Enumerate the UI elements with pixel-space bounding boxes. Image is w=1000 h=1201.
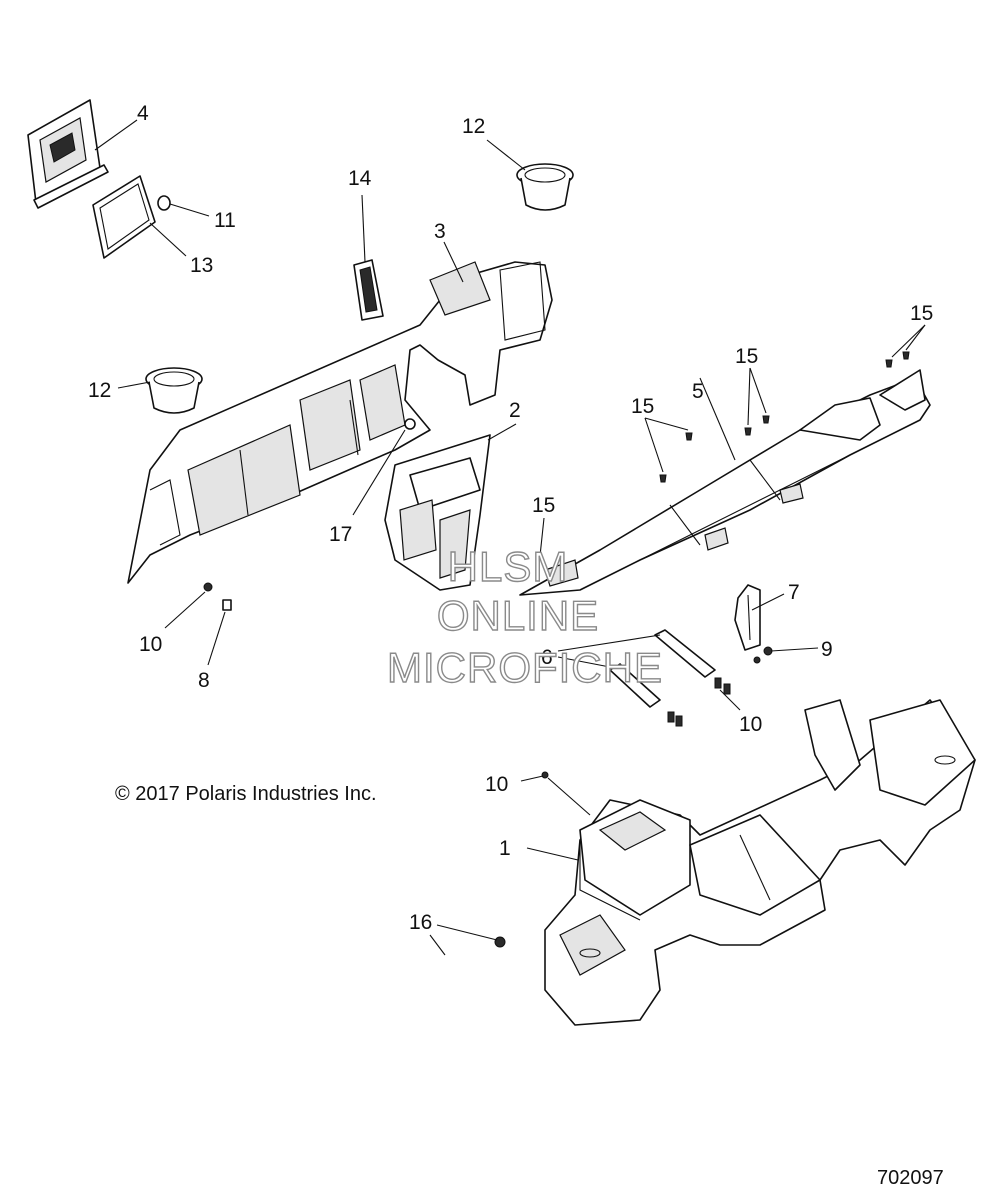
callout-10-right: 10 [739,713,762,736]
part-4-door [27,99,109,209]
part-14-vent [353,259,384,321]
callout-15-mid: 15 [735,345,758,368]
part-9-screw [753,646,773,664]
part-12-cupholder-left [145,367,203,414]
document-id: 702097 [877,1167,944,1189]
part-8-clip [222,599,232,611]
callout-5: 5 [692,380,704,403]
callout-4: 4 [137,102,149,125]
callout-15-lower: 15 [532,494,555,517]
callout-10-bottom: 10 [485,773,508,796]
part-6-braces [609,629,716,708]
copyright-notice: © 2017 Polaris Industries Inc. [115,783,377,805]
callout-17: 17 [329,523,352,546]
leader-lines [94,119,926,956]
watermark-line-2: ONLINE [437,592,599,639]
callout-13: 13 [190,254,213,277]
callout-6: 6 [541,646,553,669]
part-17-clip [404,418,416,430]
callout-2: 2 [509,399,521,422]
callout-12-top: 12 [462,115,485,138]
watermark-line-3: MICROFICHE [387,644,663,691]
callout-labels: 4 11 13 12 14 3 12 2 17 15 15 5 15 15 7 … [88,102,933,934]
callout-11: 11 [214,209,236,232]
part-7-bracket [734,584,761,651]
part-15-fasteners [659,351,910,483]
callout-15-left: 15 [631,395,654,418]
watermark-line-1: HLSM [448,543,569,590]
callout-15-right: 15 [910,302,933,325]
part-2-console [384,434,491,591]
callout-9: 9 [821,638,833,661]
part-16-screw [494,936,506,948]
part-1-lower-dash [544,699,976,1026]
part-5-dash-cover [519,369,931,596]
callout-8: 8 [198,669,210,692]
callout-14: 14 [348,167,372,190]
callout-16: 16 [409,911,432,934]
callout-12-left: 12 [88,379,111,402]
part-11-fastener [157,195,171,211]
callout-10-left: 10 [139,633,162,656]
callout-3: 3 [434,220,446,243]
part-13-seal [92,175,156,259]
part-12-cupholder-top [516,163,574,211]
watermark: HLSM ONLINE MICROFICHE [386,542,663,691]
part-10-fasteners [203,582,731,779]
part-3-upper-dash [127,261,553,584]
callout-7: 7 [788,581,800,604]
callout-1: 1 [499,837,511,860]
